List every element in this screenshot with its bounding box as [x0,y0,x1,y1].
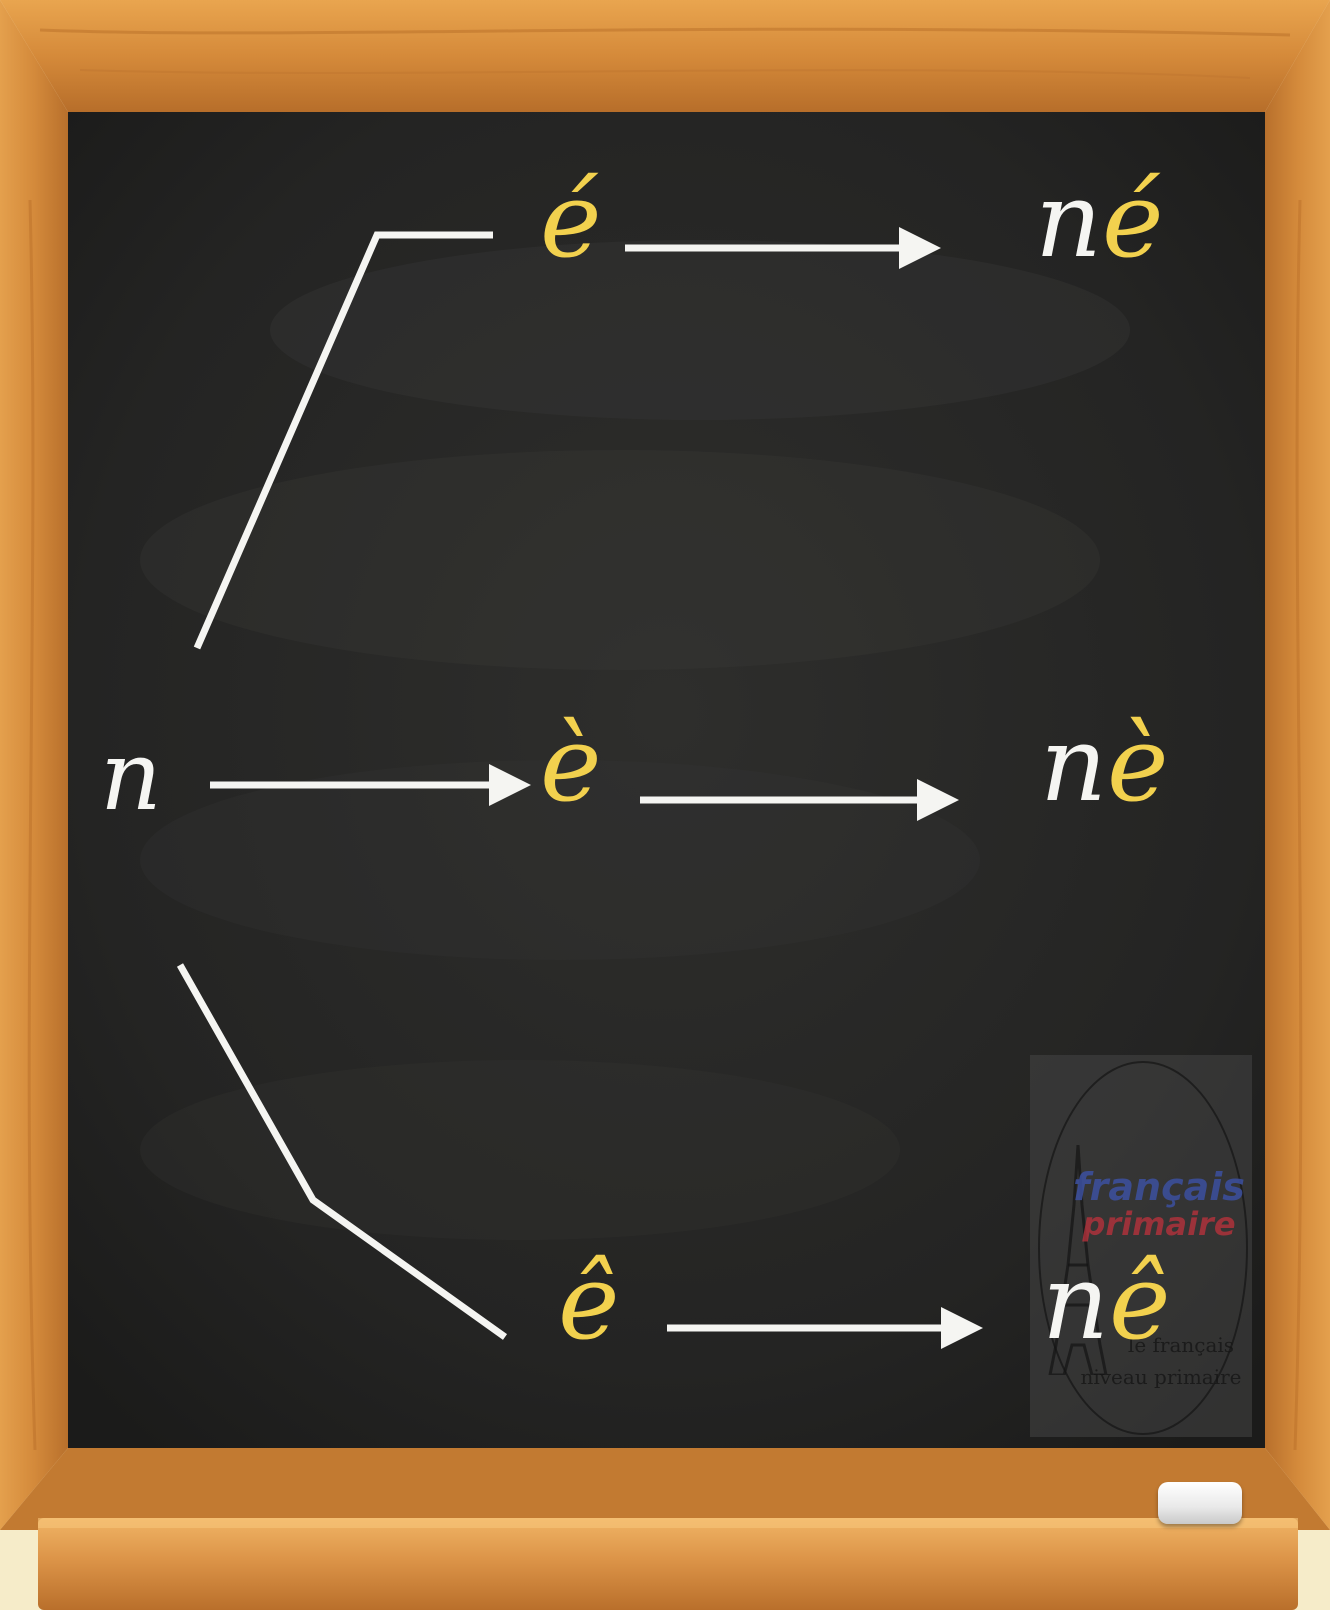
vowel-e-circumflex: ê [558,1241,620,1363]
syllable-vowel: è [1106,703,1169,825]
syllable-vowel: ê [1108,1241,1171,1363]
syllable-ne-grave: nè [1040,712,1169,816]
branch-line-top [193,231,493,650]
frame-bottom [0,1448,1330,1530]
syllable-consonant: n [1035,159,1102,281]
syllable-ne-acute: né [1035,168,1164,272]
watermark-text-3: le français [1127,1333,1235,1357]
watermark-logo: français primaire le français niveau pri… [1030,1055,1252,1437]
syllable-consonant: n [1042,1241,1109,1363]
syllable-consonant: n [1040,703,1107,825]
eiffel-tower-icon [1048,1145,1108,1375]
syllable-vowel: é [1101,159,1164,281]
watermark-text-4: niveau primaire [1080,1365,1242,1389]
consonant-letter: n [100,720,162,832]
branch-line-bottom [176,963,508,1340]
frame-top [0,0,1330,112]
frame-left [0,0,68,1530]
frame-right [1265,0,1330,1530]
chalk-piece [1158,1482,1242,1524]
watermark-text-2: primaire [1082,1205,1236,1243]
vowel-e-grave: è [540,703,602,825]
vowel-e-acute: é [540,159,602,281]
watermark-text-1: français [1073,1165,1245,1209]
syllable-ne-circumflex: nê [1042,1250,1171,1354]
chalk-ledge [38,1518,1298,1610]
